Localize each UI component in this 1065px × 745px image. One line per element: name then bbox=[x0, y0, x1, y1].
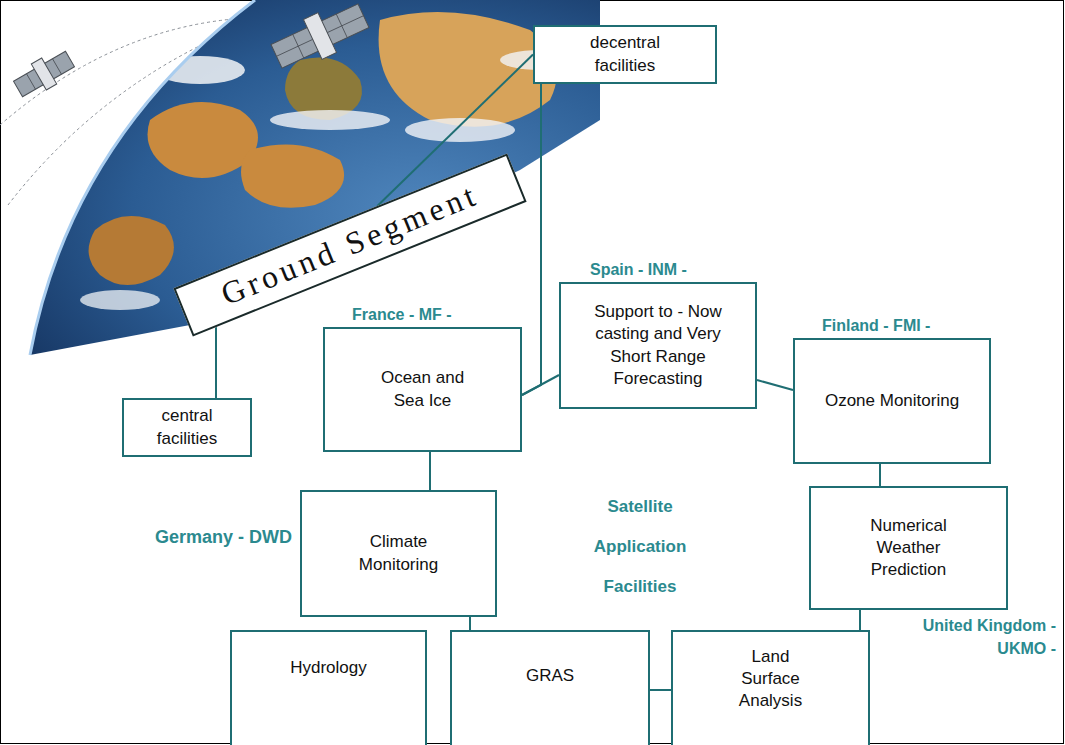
facility-box: Spain - INM -Support to - Now casting an… bbox=[559, 282, 757, 409]
connector-line bbox=[429, 452, 431, 490]
facility-box: Numerical Weather PredictionUnited Kingd… bbox=[809, 486, 1008, 610]
facility-box: decentral facilities bbox=[533, 25, 717, 84]
country-heading: France - MF - bbox=[352, 303, 452, 327]
country-heading: Finland - FMI - bbox=[822, 314, 930, 338]
connector-line bbox=[650, 689, 671, 691]
box-label: GRAS bbox=[526, 665, 574, 687]
box-label: Hydrology bbox=[290, 657, 367, 679]
connector-line bbox=[522, 375, 559, 395]
box-label: Numerical Weather Prediction bbox=[856, 515, 961, 581]
facility-box: France - MF -Ocean and Sea Ice bbox=[323, 327, 522, 452]
facility-box: Germany - DWDClimate Monitoring bbox=[300, 490, 497, 617]
country-heading: Spain - INM - bbox=[590, 258, 687, 282]
box-label: central facilities bbox=[132, 405, 242, 449]
connector-line bbox=[859, 610, 861, 630]
connector-line bbox=[215, 327, 217, 398]
facility-box: GRAS bbox=[450, 630, 650, 745]
group-label: Satellite Application Facilities bbox=[570, 487, 710, 607]
satellite bbox=[11, 46, 78, 102]
facility-box: Finland - FMI -Ozone Monitoring bbox=[793, 338, 991, 464]
facility-box: central facilities bbox=[122, 398, 252, 457]
country-heading: United Kingdom - UKMO - bbox=[906, 614, 1056, 660]
box-label: Land Surface Analysis bbox=[723, 646, 818, 712]
ground-segment-banner: Ground Segment bbox=[173, 153, 526, 336]
connector-line bbox=[522, 84, 541, 395]
satellite bbox=[267, 0, 373, 76]
box-label: decentral facilities bbox=[561, 32, 689, 76]
facility-box: Hydrology bbox=[230, 630, 427, 745]
country-heading: Germany - DWD bbox=[155, 524, 292, 551]
box-label: Ozone Monitoring bbox=[825, 390, 959, 412]
connector-line bbox=[469, 617, 471, 630]
box-label: Ground Segment bbox=[215, 174, 484, 315]
box-label: Climate Monitoring bbox=[342, 531, 455, 575]
earth bbox=[0, 0, 600, 360]
connector-line bbox=[879, 464, 881, 486]
facility-box: Land Surface Analysis bbox=[671, 630, 870, 745]
connector-line bbox=[757, 380, 793, 390]
box-label: Ocean and Sea Ice bbox=[370, 367, 475, 411]
box-label: Support to - Now casting and Very Short … bbox=[583, 301, 733, 389]
